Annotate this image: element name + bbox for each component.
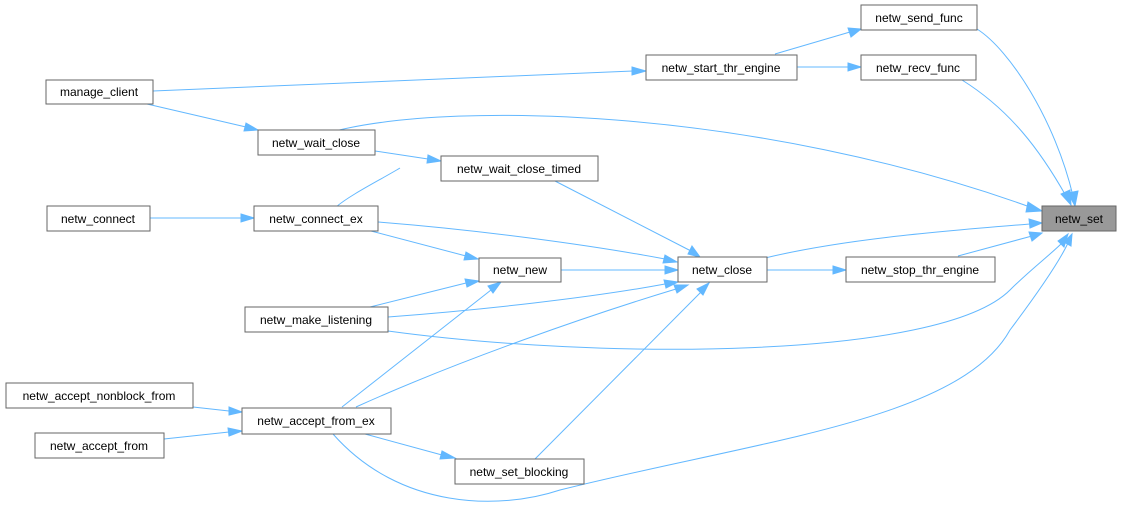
- node-label: netw_start_thr_engine: [662, 61, 781, 75]
- edge-manage-client-to-wait-close: [146, 103, 260, 132]
- edge-accept-ex-to-set-blocking: [364, 433, 457, 460]
- node-label: netw_stop_thr_engine: [861, 263, 979, 277]
- edge-close-to-stop-thr: [767, 265, 848, 275]
- node-label: netw_make_listening: [260, 313, 372, 327]
- edge-connect-to-connect-ex: [150, 213, 256, 223]
- edge-set-blocking-to-close: [534, 281, 711, 460]
- node-netw-accept-from-ex[interactable]: netw_accept_from_ex: [241, 407, 392, 435]
- edges: [146, 27, 1079, 502]
- node-netw-connect[interactable]: netw_connect: [46, 205, 151, 232]
- edge-timed-to-close: [554, 180, 702, 258]
- node-netw-start-thr-engine[interactable]: netw_start_thr_engine: [645, 54, 798, 81]
- node-label: netw_wait_close: [272, 136, 360, 150]
- edge-accept-ex-to-new: [341, 281, 503, 408]
- edge-make-listening-to-set: [387, 232, 1069, 350]
- edge-wait-close-to-set: [334, 114, 1044, 213]
- node-label: netw_send_func: [875, 11, 962, 25]
- edge-recv-func-to-set: [961, 79, 1072, 207]
- edge-manage-client-to-start-thr: [152, 66, 648, 92]
- node-netw-accept-from[interactable]: netw_accept_from: [34, 432, 165, 459]
- edge-make-listening-to-close: [387, 279, 680, 318]
- edge-connect-ex-to-new: [370, 230, 480, 261]
- edge-accept-from-ex-to-set: [332, 232, 1073, 502]
- node-netw-recv-func[interactable]: netw_recv_func: [860, 54, 977, 81]
- node-label: netw_set_blocking: [470, 465, 569, 479]
- node-netw-close[interactable]: netw_close: [677, 256, 768, 283]
- node-netw-make-listening[interactable]: netw_make_listening: [244, 306, 389, 333]
- node-label: netw_accept_from_ex: [257, 414, 374, 428]
- node-netw-set-blocking[interactable]: netw_set_blocking: [454, 458, 585, 485]
- node-netw-new[interactable]: netw_new: [478, 257, 562, 283]
- edge-stop-thr-to-set: [957, 231, 1044, 257]
- edge-accept-nonblock-to-accept-ex: [192, 406, 244, 416]
- node-label: netw_close: [692, 263, 752, 277]
- node-label: netw_accept_from: [50, 439, 148, 453]
- nodes: netw_set netw_send_func netw_recv_func n…: [5, 4, 1117, 485]
- node-manage-client[interactable]: manage_client: [45, 79, 154, 105]
- edge-start-thr-to-send-func: [774, 27, 863, 55]
- edge-make-listening-to-new: [369, 278, 481, 308]
- node-netw-set[interactable]: netw_set: [1041, 205, 1117, 232]
- node-netw-wait-close[interactable]: netw_wait_close: [257, 129, 376, 156]
- node-netw-accept-nonblock-from[interactable]: netw_accept_nonblock_from: [5, 382, 194, 409]
- node-netw-send-func[interactable]: netw_send_func: [860, 4, 978, 31]
- node-label: netw_connect_ex: [269, 212, 362, 226]
- edge-start-thr-to-recv-func: [797, 62, 863, 72]
- node-label: netw_set: [1055, 212, 1104, 226]
- edge-wait-close-to-timed: [374, 150, 443, 164]
- edge-connect-ex-to-close: [377, 221, 679, 264]
- edge-send-func-to-set: [976, 28, 1079, 208]
- node-label: netw_new: [493, 263, 547, 277]
- node-label: netw_connect: [61, 212, 136, 226]
- node-label: netw_recv_func: [876, 61, 960, 75]
- edge-accept-from-to-accept-ex: [163, 427, 244, 440]
- node-label: manage_client: [60, 85, 139, 99]
- node-netw-wait-close-timed[interactable]: netw_wait_close_timed: [440, 155, 599, 182]
- node-label: netw_wait_close_timed: [457, 162, 581, 176]
- edge-new-to-close: [561, 265, 680, 275]
- edge-connect-ex-to-set: [335, 167, 401, 208]
- edge-accept-ex-to-close: [355, 284, 690, 408]
- node-label: netw_accept_nonblock_from: [23, 389, 176, 403]
- node-netw-stop-thr-engine[interactable]: netw_stop_thr_engine: [845, 256, 996, 283]
- edge-close-to-set: [764, 218, 1044, 259]
- node-netw-connect-ex[interactable]: netw_connect_ex: [253, 205, 379, 232]
